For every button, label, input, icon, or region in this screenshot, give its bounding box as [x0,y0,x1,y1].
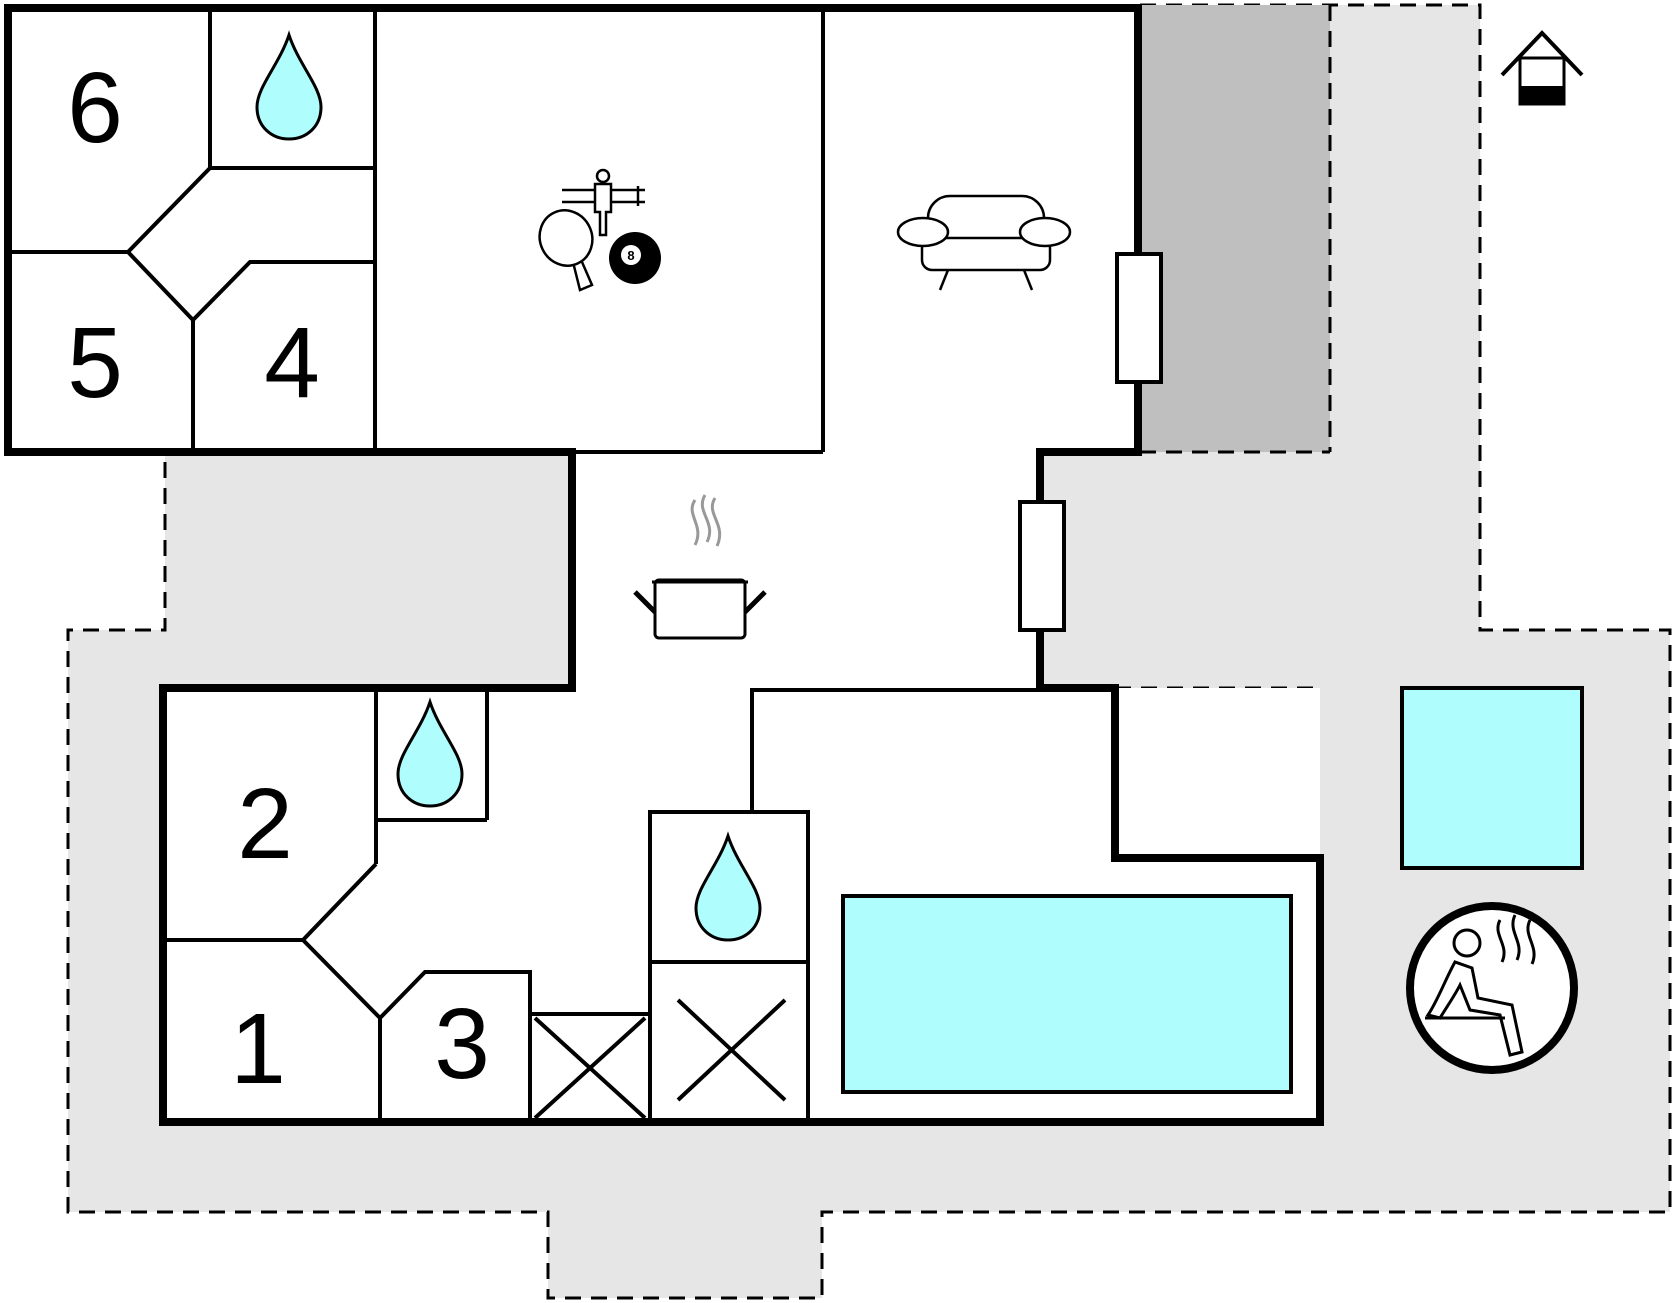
closet-small [533,1016,647,1120]
covered-terrace-top [1140,5,1332,454]
room-4-label: 4 [264,307,320,419]
interior-walls [8,8,1040,1124]
sauna-icon [1406,902,1578,1074]
house-icon [1500,30,1584,106]
sofa-icon [896,194,1072,291]
billiard-ball-number: 8 [627,248,634,263]
room-2-label: 2 [237,768,293,880]
room-3-label: 3 [434,988,490,1100]
closet-large [676,998,787,1102]
room-6-label: 6 [67,52,123,164]
water-drop-icon [255,30,323,141]
swimming-pool [841,894,1293,1094]
jacuzzi-pool [1400,686,1584,870]
exterior-walls [4,4,1324,1126]
room-1-label: 1 [230,993,286,1105]
windows [1018,252,1163,632]
water-drop-icon [396,697,464,808]
table-tennis-icon [538,209,594,292]
water-drop-icon [694,831,762,942]
billiard-ball-icon: 8 [609,232,661,284]
cooking-pot-icon [633,494,767,640]
room-5-label: 5 [67,307,123,419]
foosball-icon [562,168,645,237]
